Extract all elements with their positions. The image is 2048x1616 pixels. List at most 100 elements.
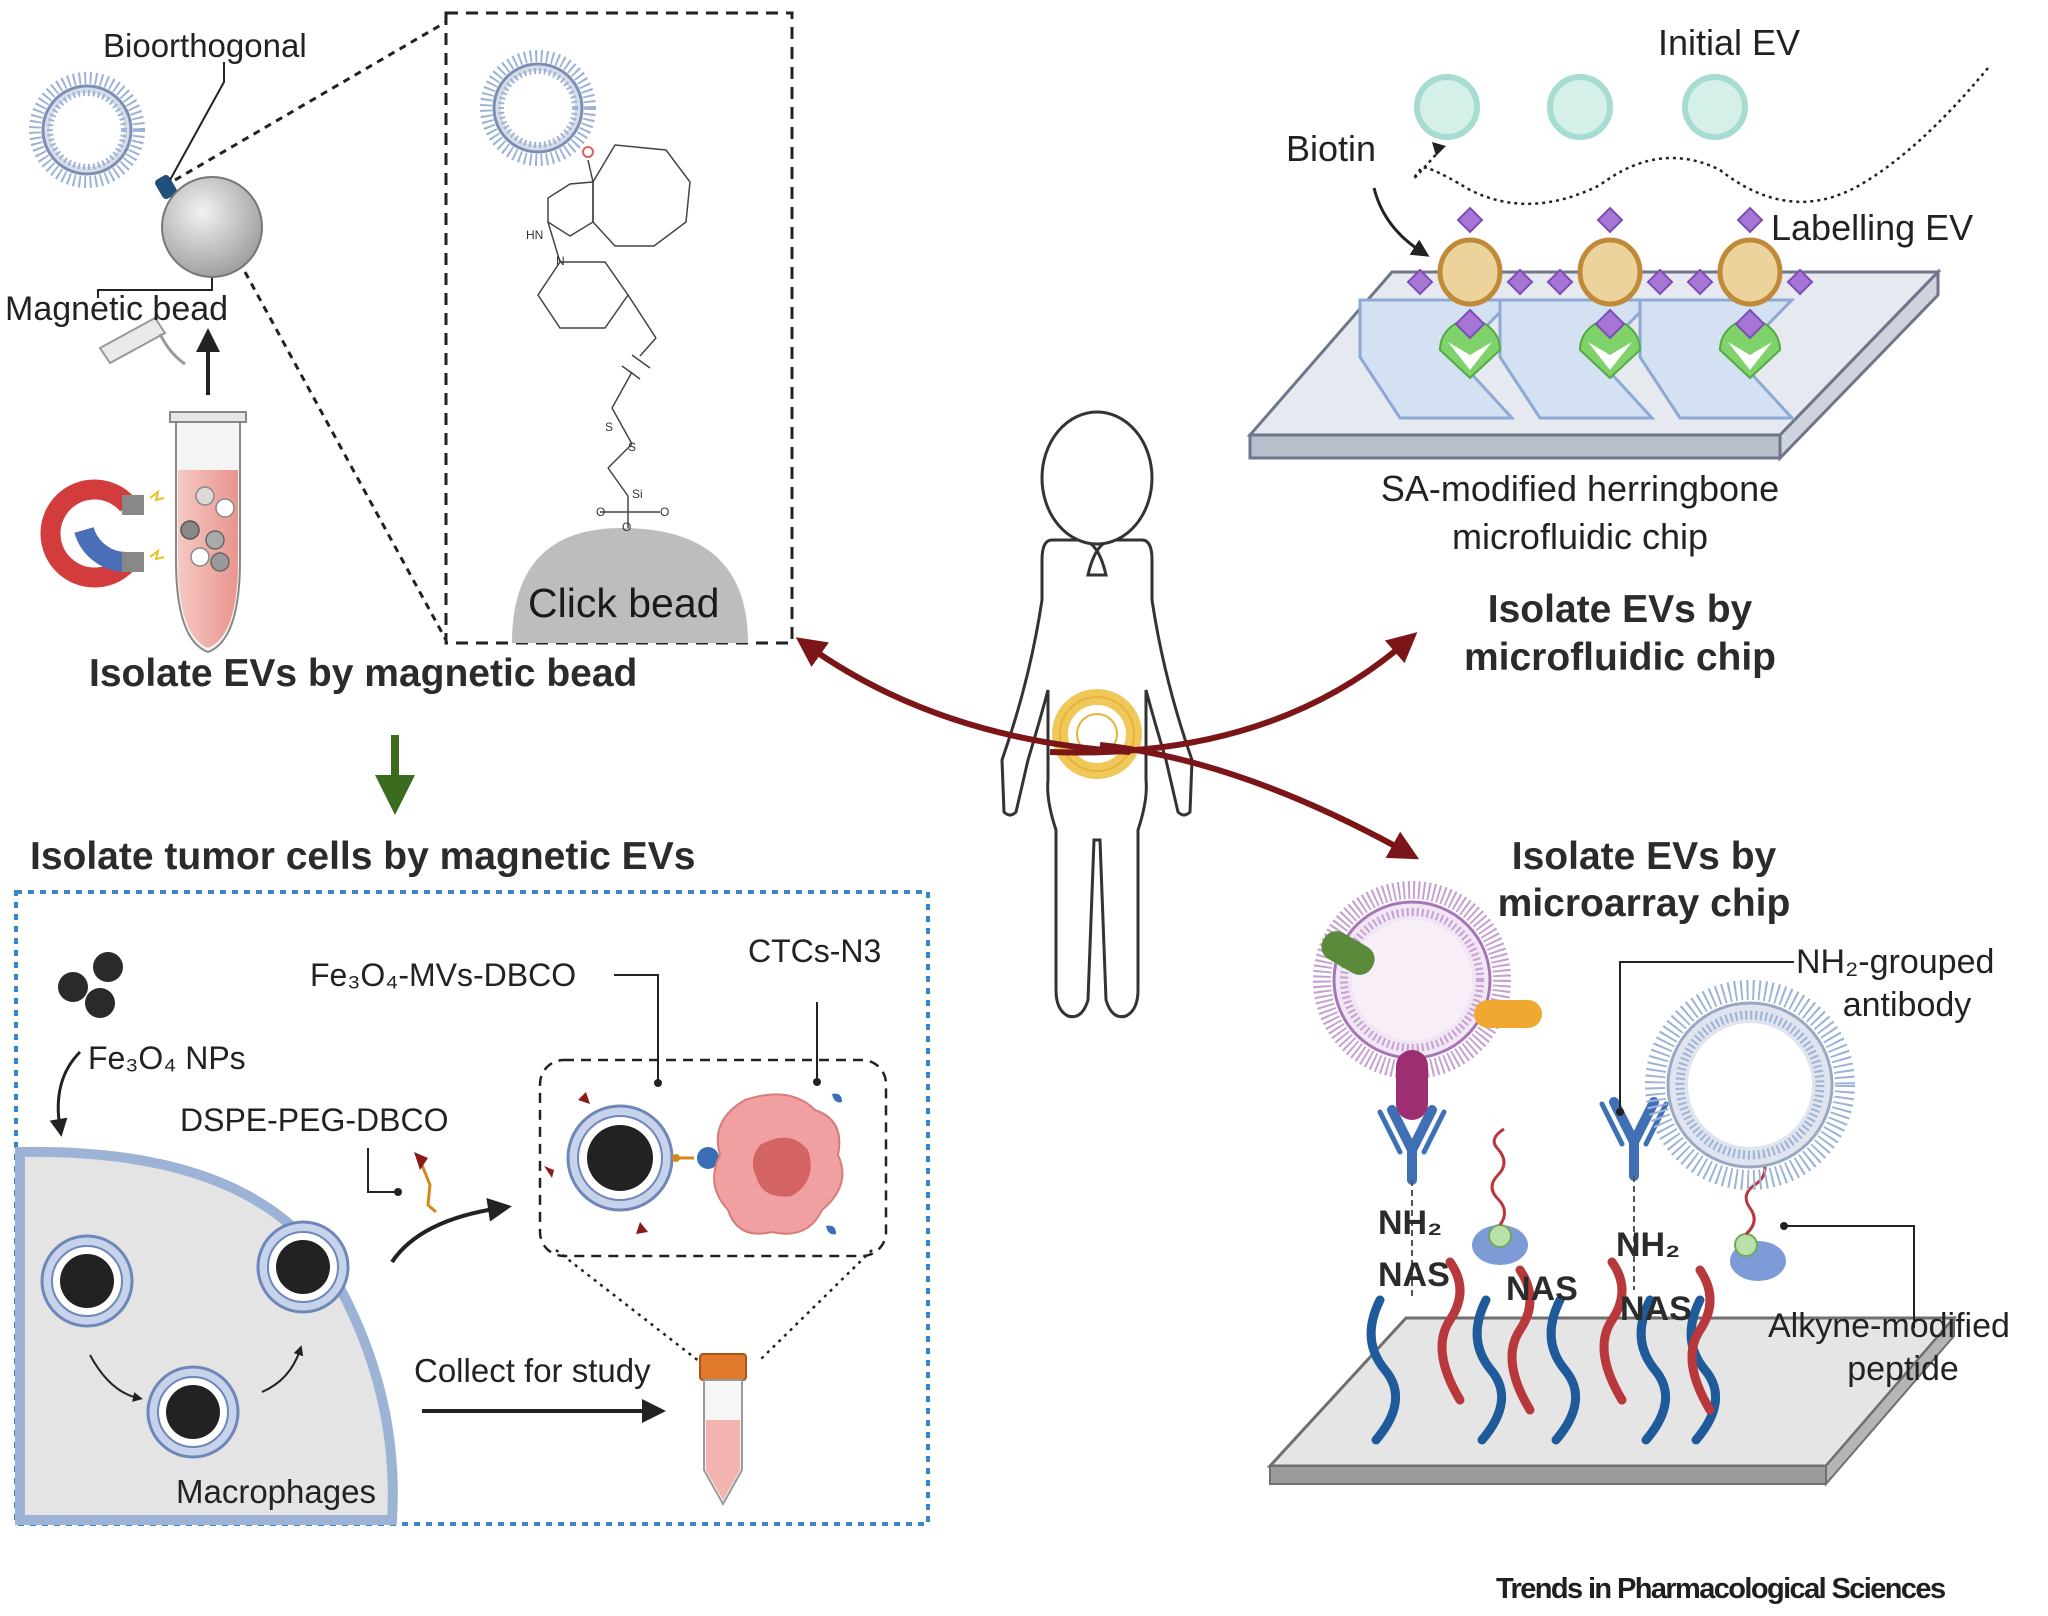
- nh2-label: NH₂: [1378, 1204, 1443, 1242]
- nas-label: NAS: [1378, 1256, 1450, 1294]
- chem-atom-label: O: [660, 505, 670, 519]
- dna-strand-blue: [1546, 1295, 1581, 1445]
- bioorthogonal-linker: [155, 174, 177, 200]
- dna-strand-blue: [1366, 1295, 1401, 1445]
- macrophages-label: Macrophages: [176, 1473, 376, 1510]
- np-arrow: [49, 1050, 82, 1137]
- internal-arrow: [261, 1345, 304, 1393]
- dspe-label: DSPE-PEG-DBCO: [180, 1102, 449, 1138]
- nh2-label: NH₂: [1616, 1226, 1681, 1264]
- zoom-line-top: [174, 20, 447, 182]
- extracellular-vesicle: [29, 72, 145, 188]
- chem-atom-label: HN: [526, 228, 544, 242]
- antibody-callout-line: [1619, 961, 1794, 1112]
- chem-atom-label: Si: [632, 487, 643, 501]
- microarray-heading-line2: microarray chip: [1497, 882, 1791, 925]
- microarray-panel: [1266, 881, 1958, 1487]
- antibody: [1377, 1105, 1447, 1185]
- internal-arrow: [89, 1354, 143, 1402]
- fe3o4-nps-label: Fe₃O₄ NPs: [88, 1040, 246, 1076]
- dna-strand-blue: [1472, 1295, 1507, 1445]
- chem-atom-label: O: [596, 505, 606, 519]
- chip-caption-line2: microfluidic chip: [1451, 516, 1709, 557]
- arrow-to-microarray: [1099, 742, 1420, 860]
- internal-vesicle: [256, 1220, 350, 1314]
- zoom-vesicle: [480, 50, 596, 166]
- magnetic-mv: [544, 1092, 719, 1234]
- alkyne-peptide-label-line1: Alkyne-modified: [1768, 1307, 2010, 1345]
- zoom-line: [555, 1249, 701, 1363]
- microfluidic-heading-line2: microfluidic chip: [1463, 636, 1777, 679]
- internal-vesicle: [146, 1365, 240, 1459]
- chem-atom-label: S: [628, 440, 637, 454]
- internal-vesicle: [40, 1234, 134, 1328]
- macrophage-cell: [15, 1146, 398, 1525]
- click-bead-label: Click bead: [528, 580, 720, 626]
- bioorthogonal-callout-line: [169, 62, 225, 181]
- bioorthogonal-label: Bioorthogonal: [103, 27, 307, 64]
- microfluidic-heading-line1: Isolate EVs by: [1487, 588, 1753, 631]
- chem-atom-label: O: [622, 520, 632, 534]
- falcon-tube: [699, 1353, 747, 1507]
- dna-strand-red: [1687, 1265, 1715, 1415]
- ctcs-label: CTCs-N3: [748, 933, 882, 969]
- initial-ev: [1414, 74, 1480, 140]
- biotin-arrow: [1372, 187, 1430, 257]
- dspe-molecule: [418, 1159, 437, 1214]
- chip-caption-line1: SA-modified herringbone: [1380, 468, 1780, 509]
- fe3o4-mvs-callout-line: [614, 974, 659, 1083]
- nh2-antibody-label-line1: NH₂-grouped: [1796, 943, 1995, 981]
- complex-zoom-box: [538, 1058, 888, 1258]
- ctc-cell: [713, 1093, 844, 1235]
- tumor-panel-heading: Isolate tumor cells by magnetic EVs: [30, 835, 696, 878]
- dna-strand-blue: [1686, 1295, 1721, 1445]
- initial-ev: [1682, 74, 1748, 140]
- nas-label: NAS: [1506, 1270, 1578, 1308]
- dna-strand-red: [1507, 1265, 1535, 1415]
- initial-ev-label: Initial EV: [1658, 22, 1801, 63]
- labelling-ev-label: Labelling EV: [1771, 207, 1974, 248]
- magnetic-bead: [161, 176, 263, 278]
- dspe-callout-line: [367, 1148, 398, 1193]
- initial-ev: [1547, 74, 1613, 140]
- chem-atom-label: S: [605, 420, 614, 434]
- tumor-cells-panel: [14, 890, 930, 1526]
- arrow-to-microfluidic: [1049, 632, 1418, 756]
- zoom-line-bottom: [243, 271, 448, 641]
- collect-label: Collect for study: [414, 1352, 651, 1389]
- magnetic-bead-panel: [29, 11, 794, 654]
- labelling-ev: [1406, 206, 1534, 380]
- dna-strand-blue: [1636, 1295, 1671, 1445]
- click-bead: [512, 528, 748, 643]
- microcentrifuge-tube: [98, 316, 247, 654]
- alkyne-peptide-label-line2: peptide: [1847, 1350, 1959, 1388]
- zoom-line: [757, 1249, 873, 1363]
- bound-ev: [1313, 881, 1542, 1120]
- magnetic-bead-heading: Isolate EVs by magnetic bead: [89, 652, 638, 695]
- flow-path: [1412, 67, 1989, 205]
- magnetic-bead-label: Magnetic bead: [5, 290, 229, 328]
- biotin-label: Biotin: [1286, 128, 1377, 169]
- fe3o4-nanoparticles: [58, 952, 123, 1018]
- nh2-antibody-label-line2: antibody: [1842, 986, 1972, 1024]
- chemical-structure: [537, 144, 691, 528]
- nas-label: NAS: [1620, 1290, 1692, 1328]
- to-complex-arrow: [390, 1197, 512, 1264]
- labelling-ev: [1546, 206, 1674, 380]
- alkyne-peptide: [1472, 1127, 1528, 1265]
- alkyne-peptide: [1730, 1136, 1786, 1281]
- microfluidic-panel: [1246, 67, 1989, 462]
- magnetic-bead-callout-line: [97, 278, 213, 298]
- chem-atom-label: N: [556, 254, 565, 268]
- magnet-icon: [40, 479, 165, 588]
- dna-strand-red: [1599, 1257, 1627, 1405]
- peptide-callout-line: [1784, 1225, 1915, 1328]
- fe3o4-mvs-label: Fe₃O₄-MVs-DBCO: [310, 957, 577, 993]
- labelling-ev: [1686, 206, 1814, 380]
- journal-footer: Trends in Pharmacological Sciences: [1496, 1573, 1946, 1605]
- free-ev: [1645, 980, 1855, 1190]
- microarray-heading-line1: Isolate EVs by: [1511, 835, 1777, 878]
- dna-strand-red: [1437, 1257, 1465, 1405]
- arrow-to-magnetic: [795, 637, 1131, 755]
